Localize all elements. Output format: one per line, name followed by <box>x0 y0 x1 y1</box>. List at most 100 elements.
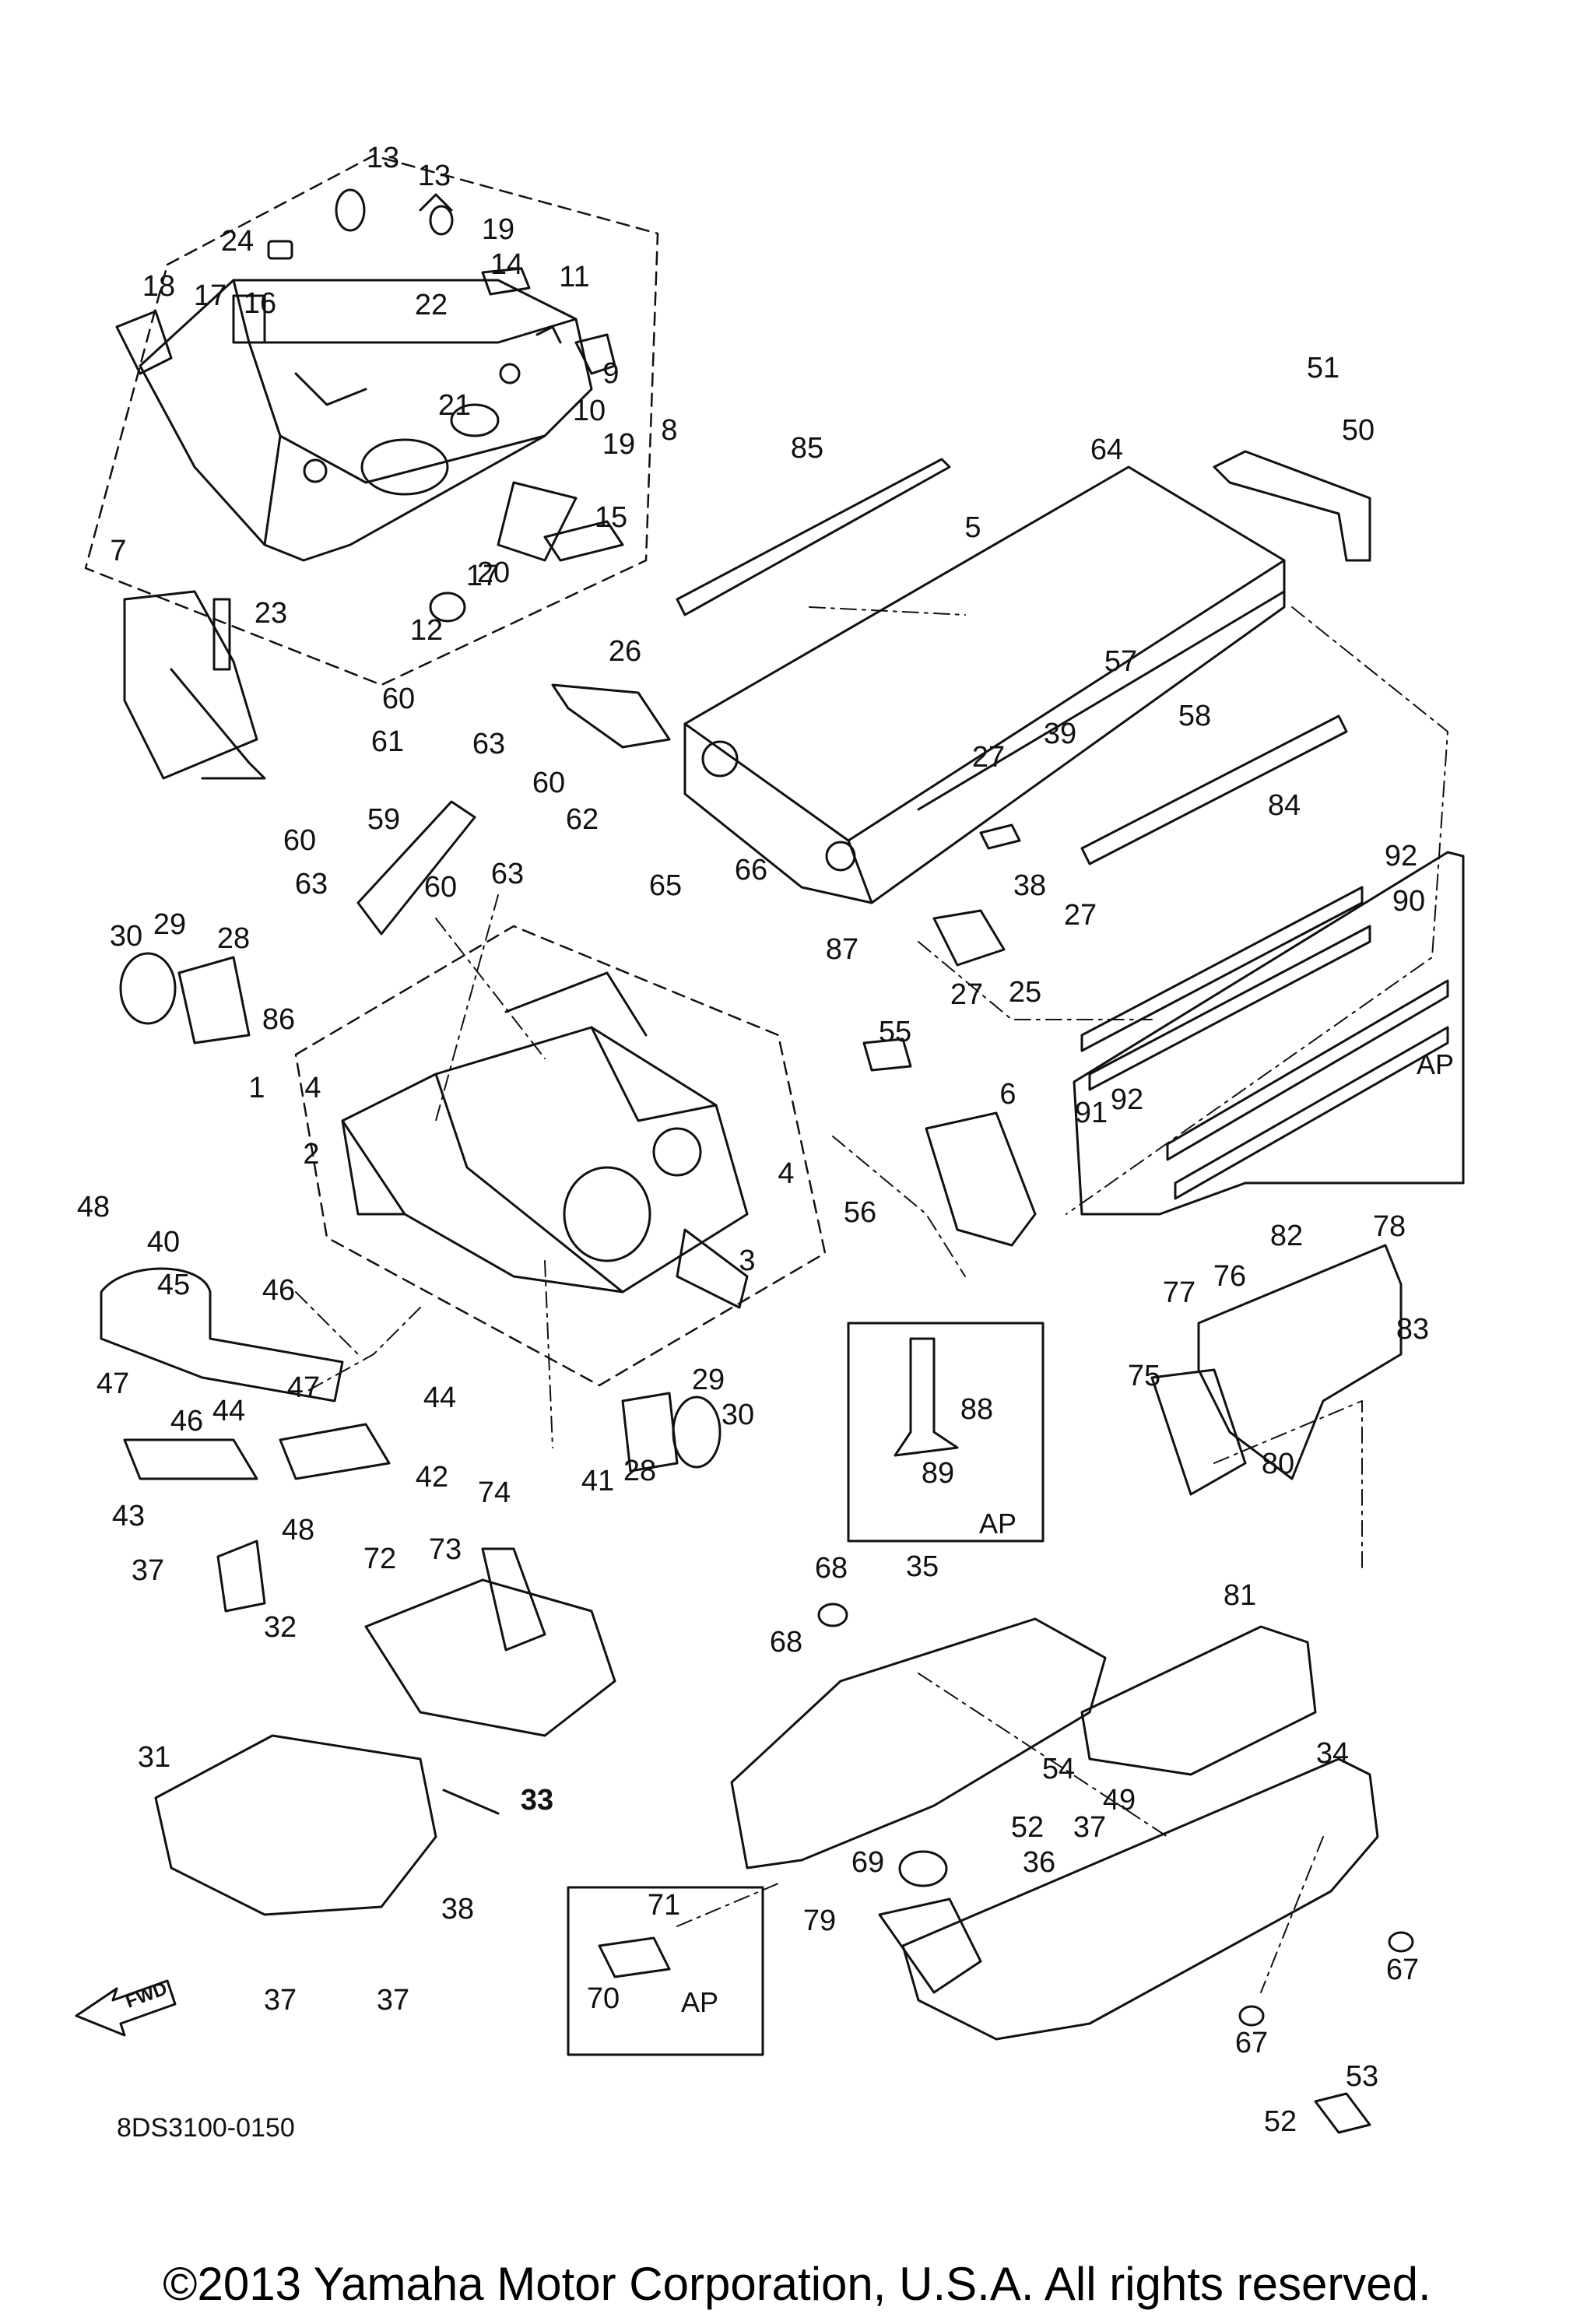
tunnel-part-5 <box>683 465 1286 904</box>
callout-37: 37 <box>132 1554 164 1587</box>
callout-50: 50 <box>1342 414 1375 447</box>
callout-75: 75 <box>1128 1360 1160 1392</box>
rail-kit-rails <box>1080 886 1449 1200</box>
part-7-bracket <box>123 590 266 780</box>
callout-30: 30 <box>722 1399 754 1431</box>
callout-47: 47 <box>97 1367 129 1400</box>
callout-52: 52 <box>1264 2105 1297 2138</box>
callout-82: 82 <box>1270 1220 1303 1252</box>
callout-17: 17 <box>466 560 499 592</box>
callout-28: 28 <box>623 1455 656 1487</box>
callout-52: 52 <box>1011 1811 1044 1844</box>
callout-57: 57 <box>1104 645 1137 678</box>
callout-29: 29 <box>153 908 186 941</box>
cap-67-a <box>1388 1931 1414 1953</box>
part-59-stay <box>356 800 476 936</box>
leader-33 <box>442 1789 500 1815</box>
callout-45: 45 <box>157 1269 190 1301</box>
part-70-kit-box <box>567 1886 764 2056</box>
callout-79: 79 <box>803 1904 836 1937</box>
callout-8: 8 <box>661 414 677 447</box>
part-28-left <box>177 956 251 1044</box>
callout-81: 81 <box>1224 1579 1256 1612</box>
callout-21: 21 <box>438 389 471 422</box>
ap-label: AP <box>681 1986 718 2018</box>
part-23-stay <box>212 598 231 671</box>
cap-67-b <box>1238 2005 1265 2027</box>
callout-23: 23 <box>255 597 287 630</box>
ap-labels: AP AP AP <box>681 1048 1454 2018</box>
callout-83: 83 <box>1396 1313 1429 1346</box>
callout-67: 67 <box>1235 2027 1268 2059</box>
callout-9: 9 <box>602 357 619 390</box>
callout-10: 10 <box>573 395 606 427</box>
part-43-step <box>123 1438 258 1480</box>
callout-63: 63 <box>491 858 524 890</box>
callout-55: 55 <box>879 1016 911 1048</box>
callout-20: 20 <box>477 556 510 589</box>
part-84-strip <box>1080 714 1348 865</box>
callout-72: 72 <box>363 1543 396 1575</box>
copyright-notice: ©2013 Yamaha Motor Corporation, U.S.A. A… <box>163 2258 1431 2310</box>
callout-91: 91 <box>1075 1097 1108 1129</box>
callout-29: 29 <box>692 1364 725 1396</box>
part-79-bracket <box>878 1897 982 1994</box>
part-70-bracket <box>598 1936 671 1978</box>
callout-37: 37 <box>377 1984 409 2017</box>
small-fastener-parts <box>232 188 624 623</box>
main-frame-part <box>341 971 749 1309</box>
belly-pan-31 <box>154 1734 437 1916</box>
subassembly-8-dashed-outline <box>84 154 659 686</box>
callout-39: 39 <box>1044 718 1076 750</box>
callout-92: 92 <box>1385 840 1417 872</box>
callout-89: 89 <box>922 1457 954 1490</box>
callout-87: 87 <box>826 933 858 966</box>
mat-81 <box>1080 1625 1317 1776</box>
callout-84: 84 <box>1268 789 1301 822</box>
callout-numbers: 1234456789101112131314151617171819192021… <box>77 142 1429 2138</box>
callout-27: 27 <box>1064 899 1097 932</box>
callout-54: 54 <box>1042 1753 1075 1785</box>
callout-67: 67 <box>1386 1954 1419 1986</box>
callout-46: 46 <box>262 1274 295 1307</box>
callout-25: 25 <box>1009 976 1041 1009</box>
part-6-bracket <box>925 1111 1037 1247</box>
callout-60: 60 <box>532 767 565 799</box>
callout-61: 61 <box>371 725 404 758</box>
callout-44: 44 <box>423 1381 456 1414</box>
callout-16: 16 <box>244 287 276 320</box>
part-42-bracket <box>279 1423 391 1480</box>
callout-27: 27 <box>950 978 983 1011</box>
callout-77: 77 <box>1163 1276 1196 1309</box>
callout-46: 46 <box>170 1405 203 1438</box>
callout-88: 88 <box>960 1393 993 1426</box>
callout-34: 34 <box>1316 1737 1349 1770</box>
callout-28: 28 <box>217 922 250 955</box>
callout-33: 33 <box>521 1784 553 1817</box>
ap-label: AP <box>979 1508 1016 1539</box>
callout-51: 51 <box>1307 352 1339 384</box>
ap-label: AP <box>1417 1048 1454 1080</box>
callout-27: 27 <box>972 741 1005 774</box>
callout-11: 11 <box>559 261 589 293</box>
part-55-plate <box>862 1037 912 1072</box>
callout-56: 56 <box>844 1196 876 1229</box>
part-50-bracket <box>1213 450 1371 562</box>
callout-35: 35 <box>906 1550 939 1583</box>
callout-5: 5 <box>964 511 981 544</box>
part-88-stand <box>894 1337 959 1457</box>
callout-31: 31 <box>138 1741 170 1774</box>
callout-69: 69 <box>851 1846 884 1879</box>
front-frame-part <box>115 193 593 562</box>
callout-60: 60 <box>283 824 316 857</box>
callout-38: 38 <box>441 1893 474 1926</box>
rail-kit-outline <box>1073 851 1465 1216</box>
callout-13: 13 <box>367 142 399 174</box>
callout-86: 86 <box>262 1003 295 1036</box>
part-40-bumper <box>100 1267 344 1402</box>
callout-92: 92 <box>1111 1083 1143 1116</box>
part-32-bracket <box>216 1539 266 1613</box>
callout-74: 74 <box>478 1476 511 1509</box>
